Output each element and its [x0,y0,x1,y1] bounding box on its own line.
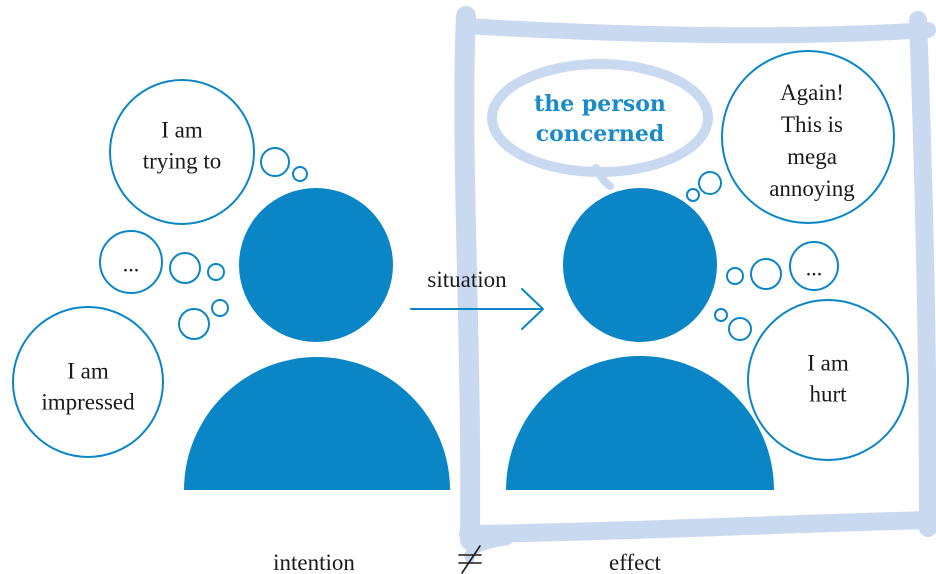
bubble-text-line: I am [807,351,849,376]
thought-dot [211,299,229,317]
title-bubble-tail [592,164,614,190]
bubble-text-line: I am [67,359,109,384]
thought-dot [169,252,201,284]
right-thought-bubbles [686,50,909,461]
frame-corner-flourish [464,535,513,563]
intention-label: intention [273,550,355,574]
thought-dot [292,166,308,182]
left-thought-bubbles [12,79,308,458]
bubble-text-line: annoying [769,176,855,201]
not-equal-sign [458,545,482,574]
frame-right-edge [909,11,936,537]
thought-dot [726,267,744,285]
thought-bubble-impressed [12,306,164,458]
thought-bubble-trying [109,79,255,225]
bubble-text-line: mega [787,144,837,169]
thought-dot [728,317,752,341]
title-bubble-outline [487,59,713,177]
situation-label: situation [427,267,507,292]
frame-left-edge [454,6,481,550]
left-person-body [184,357,450,490]
thought-dot [260,147,290,177]
thought-bubble-annoying [721,50,895,224]
left-person-head [239,188,393,342]
not-equal-slash [461,545,481,574]
thought-dot [698,171,722,195]
title-speech-bubble: the person concerned [487,59,713,190]
thought-dot [686,188,700,202]
thought-bubble-dots [99,230,163,294]
thought-dot [178,308,210,340]
thought-dot [714,308,728,322]
bubble-text-line: ... [806,256,823,281]
right-person-figure [506,188,774,490]
bubble-texts: I am trying to... I am impressed Again! This … [41,80,855,415]
bubble-text-line: hurt [809,382,847,407]
thought-bubble-dots [789,241,839,291]
frame-bottom-edge [459,511,936,543]
frame-top-edge [458,18,936,44]
title-line-1: the person [534,91,666,117]
effect-label: effect [609,550,662,574]
situation-arrow [410,288,544,330]
left-person-figure [184,188,450,490]
title-line-2: concerned [536,121,664,147]
bubble-text-line: This is [781,112,843,137]
bubble-text-line: impressed [41,390,135,415]
bubble-text-line: trying to [143,149,222,174]
thought-dot [750,258,782,290]
right-person-head [563,188,717,342]
thought-bubble-hurt [747,299,909,461]
thought-dot [207,263,225,281]
bubble-text-line: ... [123,252,140,277]
right-person-body [506,356,774,490]
bubble-text-line: I am [161,118,203,143]
effect-frame [454,6,936,563]
arrow-head [521,288,544,330]
bubble-text-line: Again! [780,80,844,105]
